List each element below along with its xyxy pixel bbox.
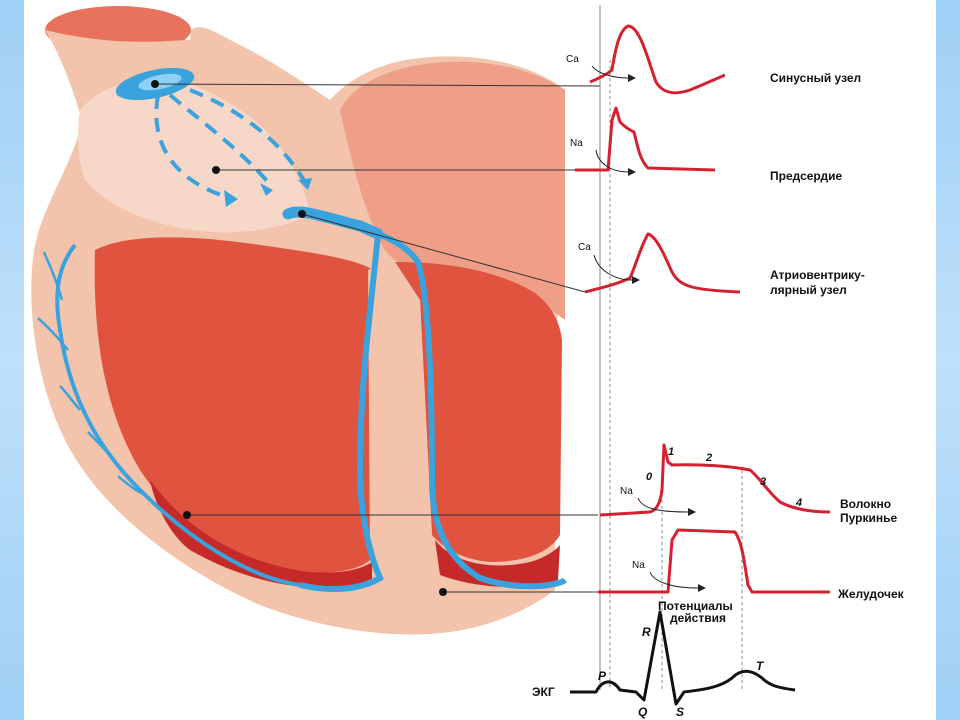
conduction-system <box>37 67 568 593</box>
left-ventricle-chamber <box>94 237 370 573</box>
right-decor-band <box>936 0 960 720</box>
phase-0: 0 <box>646 471 653 483</box>
label-sinus-node: Синусный узел <box>770 71 861 85</box>
structure-labels: Синусный узел Предсердие Атриовентрику- … <box>532 71 905 699</box>
pointer-lines <box>154 83 601 593</box>
ekg-r: R <box>642 625 651 639</box>
phase-4: 4 <box>795 497 802 509</box>
purkinje-main <box>55 243 301 587</box>
right-bundle-branch <box>376 231 568 590</box>
phase-labels: 0 1 2 3 4 <box>646 446 802 509</box>
timing-guides <box>599 5 743 690</box>
phase-3: 3 <box>760 476 766 488</box>
ekg-s: S <box>676 705 684 719</box>
ion-sinus: Ca <box>566 54 579 65</box>
ap-atrium <box>575 106 716 172</box>
ap-av <box>584 232 741 294</box>
phase-1: 1 <box>668 446 674 458</box>
septum <box>368 262 432 590</box>
ion-labels: Ca Na Ca Na Na <box>566 54 645 571</box>
heart-illustration <box>31 6 565 635</box>
phase-2: 2 <box>705 452 712 464</box>
left-bundle-branch <box>299 233 384 593</box>
label-ap-caption-1: Потенциалы <box>658 599 733 613</box>
ventricle-floor <box>435 540 560 587</box>
ion-atrium: Na <box>570 138 583 149</box>
label-ap-caption-2: действия <box>670 611 726 625</box>
label-av-node-1: Атриовентрику- <box>770 268 865 282</box>
ap-purkinje <box>599 443 831 517</box>
left-atrium <box>77 79 310 233</box>
action-potentials <box>575 24 831 594</box>
right-atrium <box>340 61 565 321</box>
ap-ventricle <box>598 528 830 594</box>
label-ekg: ЭКГ <box>532 685 555 699</box>
ion-purkinje: Na <box>620 486 633 497</box>
ekg-q: Q <box>638 705 648 719</box>
left-decor-band <box>0 0 24 720</box>
ion-av: Ca <box>578 242 591 253</box>
av-node <box>282 206 384 240</box>
atrial-dashed-paths <box>154 88 307 200</box>
label-ventricle: Желудочек <box>837 587 905 601</box>
label-av-node-2: лярный узел <box>770 283 847 297</box>
right-ventricle-chamber <box>395 262 562 562</box>
ekg-trace <box>570 610 796 706</box>
purkinje-branches <box>37 251 151 500</box>
ion-arrowheads <box>628 74 706 592</box>
pointer-dots <box>151 80 447 596</box>
ekg-p: P <box>598 669 607 683</box>
dashed-arrowheads <box>224 178 312 207</box>
label-atrium: Предсердие <box>770 169 842 183</box>
ekg-wave-labels: P Q R S T <box>598 625 765 719</box>
ap-sinus <box>589 24 726 95</box>
sinus-node-highlight <box>138 73 182 91</box>
ion-ventricle: Na <box>632 560 645 571</box>
label-purkinje-2: Пуркинье <box>840 511 897 525</box>
ekg-t: T <box>756 659 765 673</box>
ion-arrows <box>591 65 699 589</box>
label-purkinje-1: Волокно <box>840 497 891 511</box>
